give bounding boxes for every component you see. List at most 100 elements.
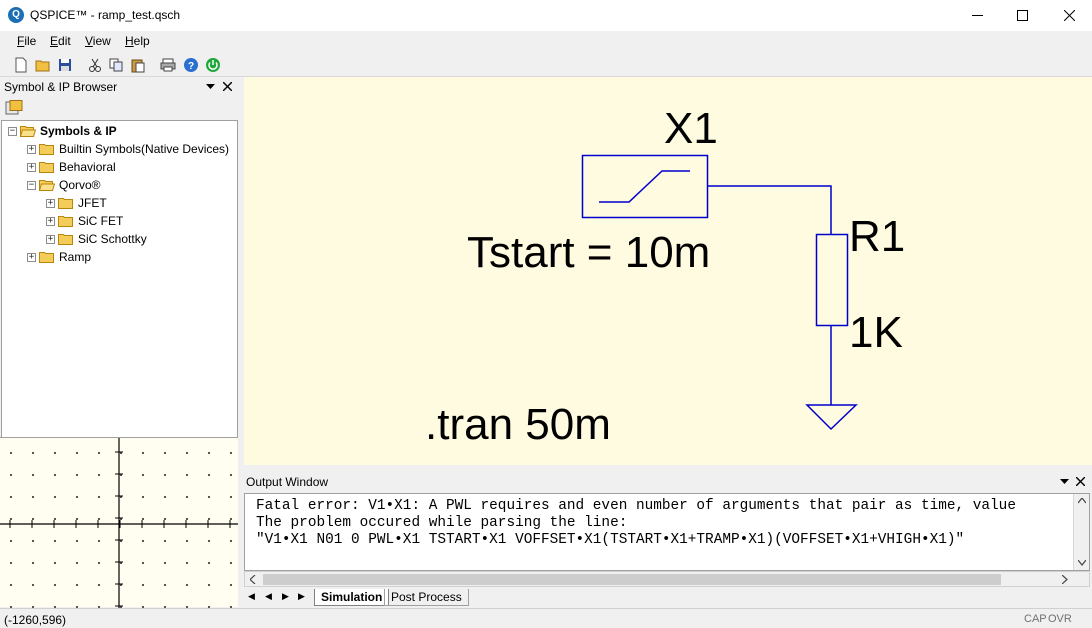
maximize-button[interactable] <box>999 0 1045 31</box>
collapse-icon[interactable]: − <box>8 125 17 136</box>
paste-icon <box>131 59 145 72</box>
ramp-source-symbol[interactable] <box>581 154 709 219</box>
power-icon <box>206 58 220 72</box>
tab-post-process[interactable]: Post Process <box>384 589 469 606</box>
cut-icon <box>89 58 101 72</box>
menu-view[interactable]: View <box>85 34 111 48</box>
menu-file[interactable]: File <box>17 34 37 48</box>
resistor-r1[interactable] <box>815 233 849 327</box>
symbol-browser-title: Symbol & IP Browser <box>4 80 118 94</box>
ground-symbol[interactable] <box>805 404 858 431</box>
menu-help[interactable]: Help <box>125 34 150 48</box>
r1-value[interactable]: 1K <box>849 308 903 357</box>
folder-icon <box>58 234 73 245</box>
tab-simulation[interactable]: Simulation <box>314 589 390 606</box>
tree-item-label: Builtin Symbols(Native Devices) <box>59 142 230 156</box>
toolbar: ? <box>0 53 1092 77</box>
copy-button[interactable] <box>107 56 125 74</box>
expand-icon[interactable]: + <box>27 161 36 172</box>
panel-close-icon[interactable] <box>223 82 232 91</box>
menu-bar: File Edit View Help <box>0 31 1092 52</box>
schematic-canvas[interactable]: X1 Tstart = 10m R1 1K .tran 50m <box>244 77 1092 465</box>
folder-icon <box>39 252 54 263</box>
scrollbar-thumb[interactable] <box>263 574 1001 585</box>
tab-first-icon[interactable]: ◀ <box>248 591 255 601</box>
tree-item-label: Qorvo® <box>59 178 101 192</box>
save-icon <box>59 59 71 71</box>
minimize-button[interactable] <box>954 0 1000 31</box>
symbol-preview-grid <box>0 438 238 608</box>
collapse-icon[interactable]: − <box>27 179 36 190</box>
help-icon: ? <box>184 58 198 72</box>
folder-icon <box>58 198 73 209</box>
symbol-preview <box>0 437 238 608</box>
folder-icon <box>39 180 55 191</box>
r1-label[interactable]: R1 <box>849 212 905 261</box>
wire[interactable] <box>707 185 832 234</box>
expand-icon[interactable]: + <box>46 215 55 226</box>
tab-last-icon[interactable]: ▶ <box>298 591 305 601</box>
output-line: "V1•X1 N01 0 PWL•X1 TSTART•X1 VOFFSET•X1… <box>256 532 965 548</box>
output-window-header: Output Window <box>242 472 1092 492</box>
tree-item-label: SiC FET <box>78 214 124 228</box>
close-button[interactable] <box>1046 0 1092 31</box>
dropdown-arrow-icon[interactable] <box>206 84 215 90</box>
output-window: Output Window Fatal error: V1•X1: A PWL … <box>242 472 1092 607</box>
expand-icon[interactable]: + <box>46 233 55 244</box>
tree-item[interactable]: + JFET <box>46 194 107 212</box>
tree-item[interactable]: + Ramp <box>27 248 91 266</box>
panel-splitter[interactable] <box>238 77 244 607</box>
scroll-right-icon[interactable] <box>1062 575 1068 584</box>
power-button[interactable] <box>204 56 222 74</box>
output-line: Fatal error: V1•X1: A PWL requires and e… <box>256 498 1016 514</box>
tree-item-label: Symbols & IP <box>40 124 117 138</box>
tab-next-icon[interactable]: ▶ <box>282 591 289 601</box>
save-button[interactable] <box>56 56 74 74</box>
browse-library-icon[interactable] <box>5 100 23 116</box>
print-button[interactable] <box>159 56 177 74</box>
menu-edit[interactable]: Edit <box>50 34 71 48</box>
tran-directive[interactable]: .tran 50m <box>425 400 611 449</box>
panel-close-icon[interactable] <box>1076 477 1085 486</box>
vertical-scrollbar[interactable] <box>1073 494 1089 570</box>
tree-item-label: Ramp <box>59 250 92 264</box>
open-button[interactable] <box>34 56 52 74</box>
schematic-drawing: X1 Tstart = 10m R1 1K .tran 50m <box>425 104 905 449</box>
output-log[interactable]: Fatal error: V1•X1: A PWL requires and e… <box>244 493 1090 571</box>
copy-icon <box>109 58 123 72</box>
tstart-param[interactable]: Tstart = 10m <box>467 228 710 277</box>
svg-text:?: ? <box>188 61 194 72</box>
tab-prev-icon[interactable]: ◀ <box>265 591 272 601</box>
symbol-browser-panel: Symbol & IP Browser − Symbols & IP + Builti… <box>0 77 240 608</box>
tree-item[interactable]: + SiC FET <box>46 212 123 230</box>
qspice-app-icon[interactable]: Q <box>8 7 24 23</box>
window-title: QSPICE™ - ramp_test.qsch <box>30 8 181 22</box>
folder-icon <box>39 162 54 173</box>
tree-item[interactable]: +SiC Schottky <box>46 230 147 248</box>
new-file-button[interactable] <box>12 56 30 74</box>
tree-item[interactable]: − Qorvo® <box>27 176 101 194</box>
scroll-up-icon[interactable] <box>1078 498 1086 504</box>
paste-button[interactable] <box>129 56 147 74</box>
symbol-browser-toolbar <box>0 97 240 119</box>
dropdown-arrow-icon[interactable] <box>1060 479 1069 485</box>
tree-item[interactable]: + Builtin Symbols(Native Devices) <box>27 140 229 158</box>
cut-button[interactable] <box>86 56 104 74</box>
help-button[interactable]: ? <box>182 56 200 74</box>
scroll-left-icon[interactable] <box>250 575 256 584</box>
expand-icon[interactable]: + <box>27 143 36 154</box>
maximize-icon <box>1016 10 1028 21</box>
tree-item[interactable]: +Behavioral <box>27 158 116 176</box>
tree-item-label: JFET <box>78 196 107 210</box>
folder-icon <box>58 216 73 227</box>
scroll-down-icon[interactable] <box>1078 560 1086 566</box>
cursor-coordinates: (-1260,596) <box>4 613 67 627</box>
tree-item[interactable]: − Symbols & IP <box>8 122 117 140</box>
caps-lock-indicator: CAP <box>1024 613 1047 625</box>
horizontal-scrollbar[interactable] <box>244 571 1090 587</box>
output-window-title: Output Window <box>246 475 329 489</box>
x1-label[interactable]: X1 <box>664 104 718 153</box>
expand-icon[interactable]: + <box>27 251 36 262</box>
expand-icon[interactable]: + <box>46 197 55 208</box>
output-tabs: ◀ ◀ ▶ ▶ Simulation Post Process <box>242 588 1092 607</box>
